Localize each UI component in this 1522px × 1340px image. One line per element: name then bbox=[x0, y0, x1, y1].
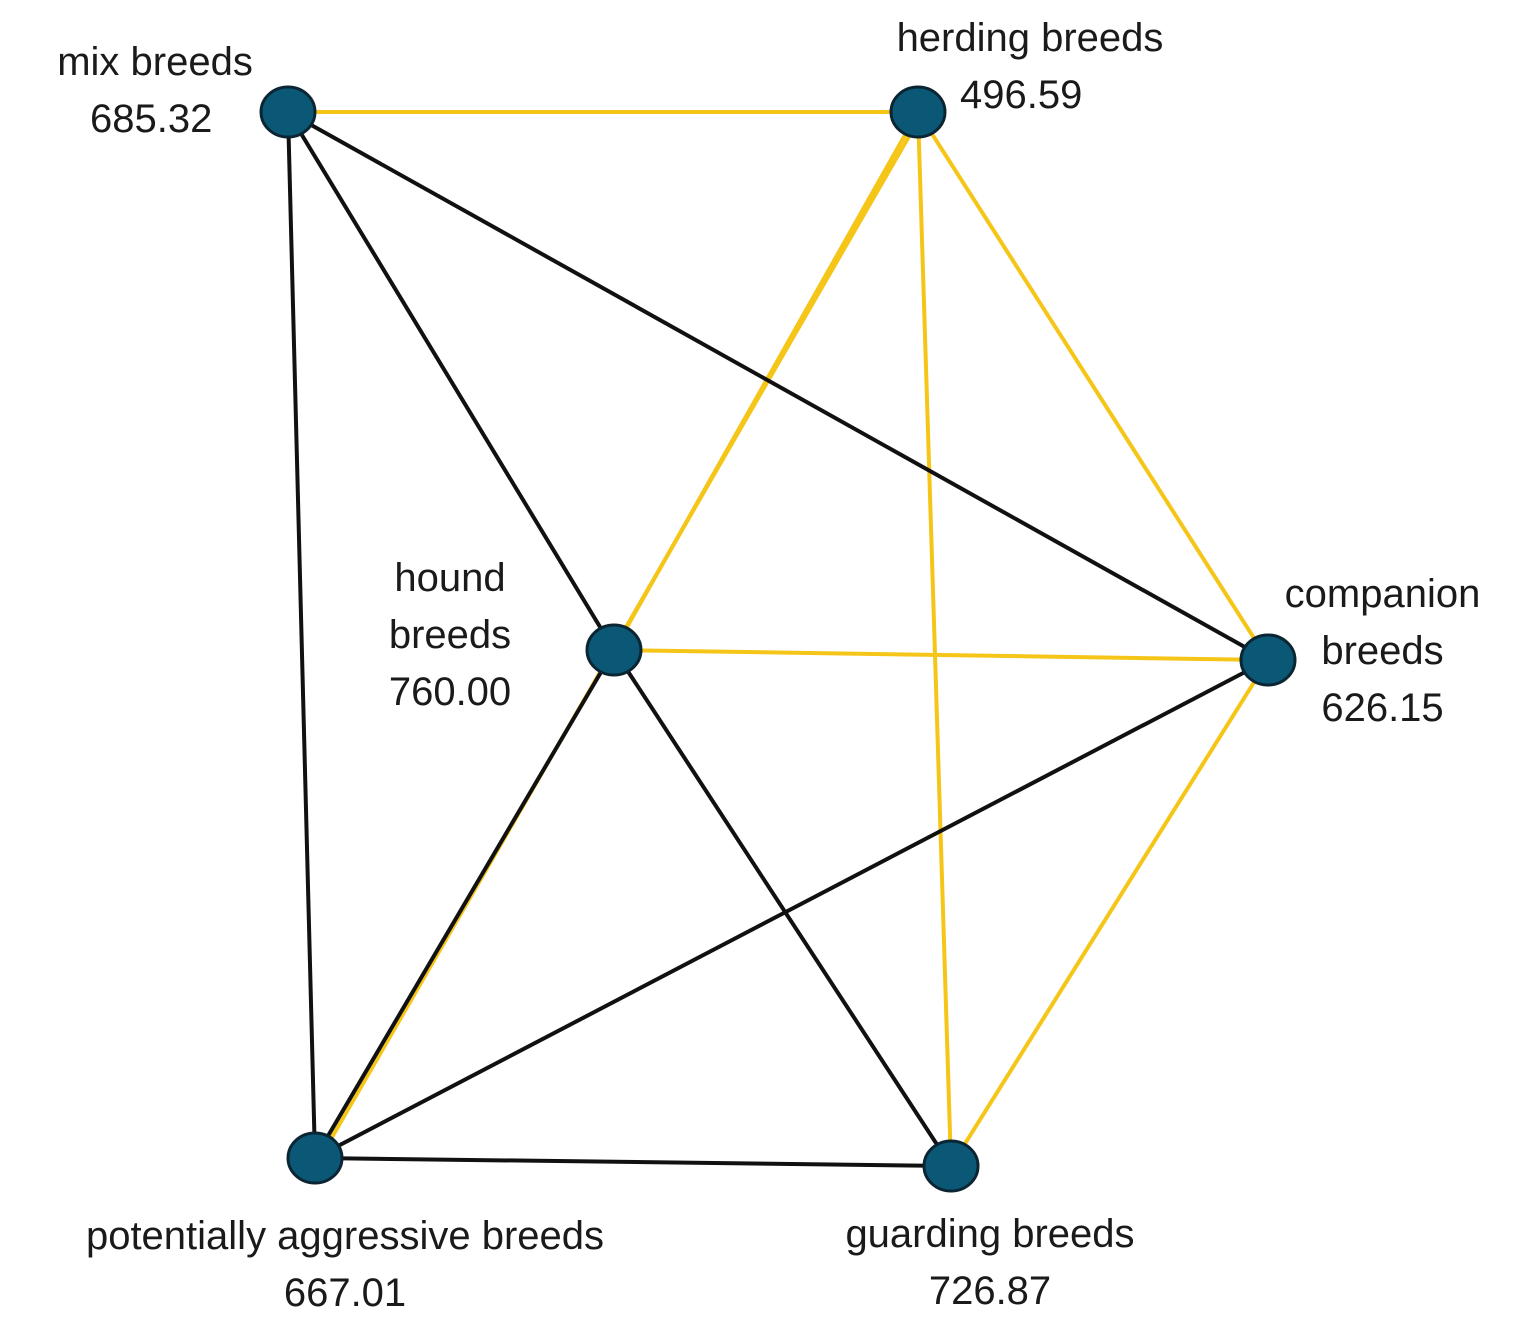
label-guarding-breeds: guarding breeds 726.87 bbox=[800, 1206, 1180, 1320]
hound-breeds-name-line2: breeds bbox=[388, 613, 512, 657]
label-hound-breeds: hound breeds 760.00 bbox=[360, 550, 540, 721]
companion-breeds-name-line2: breeds bbox=[1321, 629, 1444, 673]
edge-hound-guarding bbox=[612, 648, 953, 1168]
guarding-breeds-value: 726.87 bbox=[928, 1269, 1052, 1313]
hound-breeds-name-line1: hound bbox=[394, 556, 506, 600]
herding-breeds-name: herding breeds bbox=[896, 16, 1164, 60]
mix-breeds-value: 685.32 bbox=[90, 97, 213, 141]
edge-aggressive-guarding bbox=[313, 1156, 953, 1168]
label-herding-breeds: herding breeds 496.59 bbox=[860, 10, 1200, 124]
companion-breeds-name-line1: companion bbox=[1284, 572, 1481, 616]
aggressive-breeds-value: 667.01 bbox=[283, 1271, 407, 1315]
aggressive-breeds-name: potentially aggressive breeds bbox=[85, 1214, 605, 1258]
companion-breeds-value: 626.15 bbox=[1321, 686, 1444, 730]
edge-hound-companion bbox=[612, 648, 1270, 662]
node-hound bbox=[585, 623, 643, 677]
guarding-breeds-name: guarding breeds bbox=[845, 1212, 1135, 1256]
edge-hound-aggressive bbox=[313, 648, 616, 1160]
node-aggressive bbox=[286, 1131, 344, 1185]
node-mix bbox=[259, 85, 317, 139]
edge-companion-guarding bbox=[949, 658, 1270, 1168]
node-guarding bbox=[922, 1139, 980, 1193]
mix-breeds-name: mix breeds bbox=[57, 40, 253, 84]
node-herding bbox=[889, 85, 947, 139]
label-companion-breeds: companion breeds 626.15 bbox=[1250, 566, 1515, 737]
hound-breeds-value: 760.00 bbox=[388, 670, 512, 714]
label-potentially-aggressive-breeds: potentially aggressive breeds 667.01 bbox=[30, 1208, 660, 1322]
edge-herding-companion bbox=[916, 110, 1270, 662]
herding-breeds-value: 496.59 bbox=[960, 73, 1083, 117]
node-companion bbox=[1239, 633, 1297, 687]
edge-companion-aggressive bbox=[313, 658, 1270, 1160]
edge-mix-hound bbox=[286, 110, 616, 652]
edge-herding-guarding bbox=[916, 110, 953, 1168]
edge-mix-aggressive bbox=[286, 110, 317, 1160]
node-layer bbox=[259, 85, 1297, 1193]
edge-mix-companion bbox=[286, 110, 1270, 662]
label-mix-breeds: mix breeds 685.32 bbox=[20, 34, 290, 148]
